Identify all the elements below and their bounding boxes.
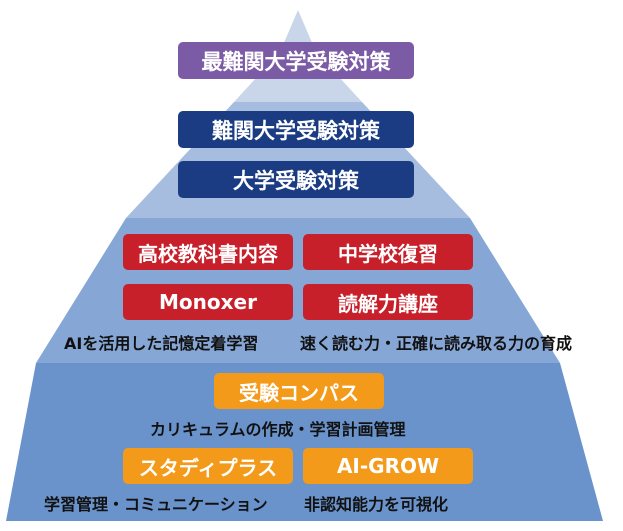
base-tier-caption-2: 非認知能力を可視化 xyxy=(304,495,449,514)
base-tier-compass-caption: カリキュラムの作成・学習計画管理 xyxy=(150,420,406,439)
middle-tier-caption-1: AIを活用した記憶定着学習 xyxy=(64,334,259,353)
upper-tier-box-2: 大学受験対策 xyxy=(178,161,414,198)
middle-tier-caption-2: 速く読む力・正確に読み取る力の育成 xyxy=(300,334,573,353)
pyramid-tier-top xyxy=(280,10,316,52)
middle-tier-box-3: Monoxer xyxy=(123,284,293,320)
middle-tier-box-1: 高校教科書内容 xyxy=(123,234,293,270)
base-tier-caption-1: 学習管理・コミュニケーション xyxy=(44,495,268,514)
base-tier-box-2: AI-GROW xyxy=(303,448,473,484)
middle-tier-box-2: 中学校復習 xyxy=(303,234,473,270)
middle-tier-box-4: 読解力講座 xyxy=(303,284,473,320)
top-tier-box: 最難関大学受験対策 xyxy=(178,42,414,79)
base-tier-box-1: スタディプラス xyxy=(123,448,293,484)
base-tier-compass-box: 受験コンパス xyxy=(214,373,384,409)
upper-tier-box-1: 難関大学受験対策 xyxy=(178,111,414,148)
